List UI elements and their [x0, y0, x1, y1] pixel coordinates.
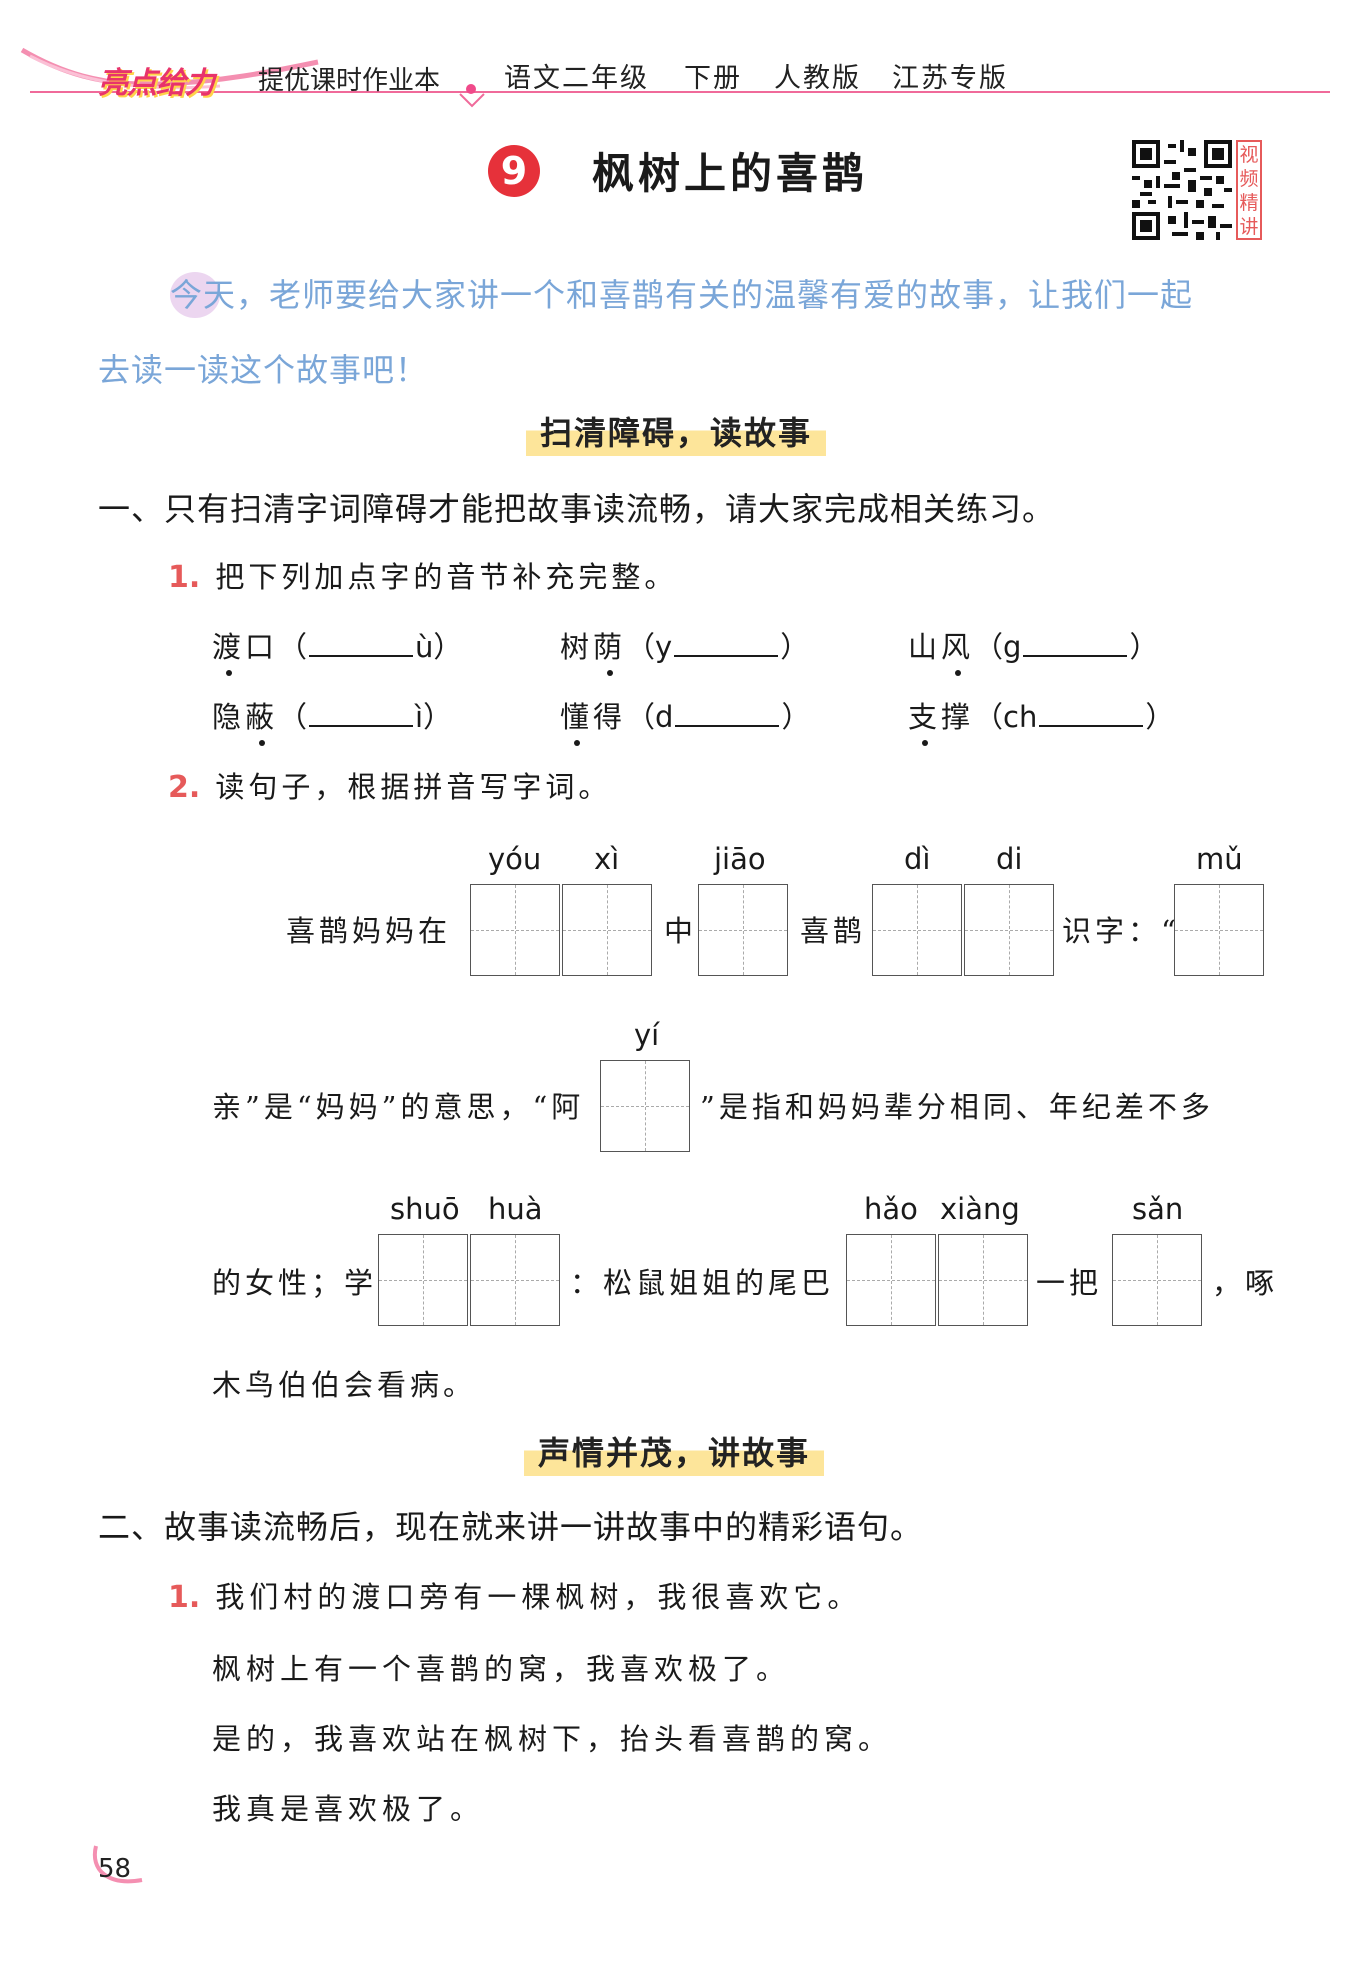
tianzige-box[interactable]	[378, 1234, 468, 1326]
pinyin-item-shanfeng: 山风（g）	[908, 624, 1158, 676]
tianzige-box[interactable]	[964, 884, 1054, 976]
header-edition: 人教版	[774, 63, 861, 94]
sentence-text: 识字：“	[1062, 914, 1180, 948]
pinyin-label: di	[996, 842, 1023, 876]
sentence-text: 亲”是“妈妈”的意思，“阿	[212, 1090, 585, 1124]
header-rule	[30, 91, 1330, 93]
tianzige-box[interactable]	[470, 884, 560, 976]
pinyin-item-dukou: 渡口（ù）	[212, 624, 462, 676]
sentence-text: 的女性；学	[212, 1266, 378, 1300]
pinyin-label: sǎn	[1132, 1192, 1184, 1226]
tianzige-box[interactable]	[938, 1234, 1028, 1326]
pinyin-label: yí	[634, 1018, 660, 1052]
tianzige-box[interactable]	[470, 1234, 560, 1326]
lesson-title: 枫树上的喜鹊	[592, 149, 869, 198]
pinyin-item-shuyin: 树荫（y）	[560, 624, 809, 676]
pinyin-label: huà	[488, 1192, 543, 1226]
sentence-text: ，啄	[1212, 1266, 1279, 1300]
answer-blank[interactable]	[674, 625, 779, 657]
header-dot	[466, 84, 476, 94]
tianzige-box[interactable]	[562, 884, 652, 976]
q2-1-line: 1. 我们村的渡口旁有一棵枫树，我很喜欢它。	[168, 1580, 862, 1615]
pinyin-item-dongde: 懂得（d）	[560, 694, 810, 746]
pinyin-item-zhicheng: 支撑（ch）	[908, 694, 1174, 746]
tianzige-box[interactable]	[872, 884, 962, 976]
pinyin-label: dì	[904, 842, 931, 876]
pinyin-label: mǔ	[1196, 842, 1243, 876]
series-name: 提优课时作业本	[258, 66, 441, 96]
q1-prompt: 1. 把下列加点字的音节补充完整。	[168, 560, 678, 595]
tianzige-box[interactable]	[846, 1234, 936, 1326]
sentence-text: ”是指和妈妈辈分相同、年纪差不多	[700, 1090, 1214, 1124]
qr-code-icon[interactable]	[1132, 140, 1232, 240]
answer-blank[interactable]	[1023, 625, 1128, 657]
story-line: 枫树上有一个喜鹊的窝，我喜欢极了。	[212, 1652, 791, 1686]
page-number-swirl-decoration	[92, 1845, 143, 1884]
story-line: 是的，我喜欢站在枫树下，抬头看喜鹊的窝。	[212, 1722, 893, 1756]
pinyin-label: hǎo	[864, 1192, 918, 1226]
pinyin-label: xiàng	[940, 1192, 1020, 1226]
answer-blank[interactable]	[309, 625, 414, 657]
pinyin-label: xì	[594, 842, 620, 876]
section-band-tell: 声情并茂，讲故事	[524, 1430, 825, 1476]
answer-blank[interactable]	[1039, 695, 1144, 727]
pinyin-label: jiāo	[714, 842, 766, 876]
pinyin-label: yóu	[488, 842, 542, 876]
question-two-heading: 二、故事读流畅后，现在就来讲一讲故事中的精彩语句。	[98, 1508, 924, 1546]
answer-blank[interactable]	[309, 695, 414, 727]
brand-logo: 亮点给力	[98, 66, 215, 101]
answer-blank[interactable]	[675, 695, 780, 727]
section-band-read: 扫清障碍，读故事	[526, 410, 827, 456]
tianzige-box[interactable]	[600, 1060, 690, 1152]
header-subject: 语文二年级	[504, 63, 649, 94]
q2-prompt: 2. 读句子，根据拼音写字词。	[168, 770, 612, 805]
sentence-text: ：松鼠姐姐的尾巴	[570, 1266, 835, 1300]
story-line: 我真是喜欢极了。	[212, 1792, 485, 1826]
lesson-number-badge: 9	[488, 145, 540, 197]
tianzige-box[interactable]	[1174, 884, 1264, 976]
pinyin-label: shuō	[390, 1192, 460, 1226]
intro-paragraph: 今天，老师要给大家讲一个和喜鹊有关的温馨有爱的故事，让我们一起 去读一读这个故事…	[98, 258, 1270, 408]
sentence-text: 木鸟伯伯会看病。	[212, 1368, 477, 1402]
sentence-text: 喜鹊妈妈在	[286, 914, 452, 948]
question-one-heading: 一、只有扫清字词障碍才能把故事读流畅，请大家完成相关练习。	[98, 490, 1056, 528]
header-region: 江苏专版	[892, 63, 1008, 94]
header-swoosh-decoration	[20, 47, 319, 90]
sentence-text: 喜鹊	[800, 914, 867, 948]
header-volume: 下册	[684, 63, 742, 94]
page-number: 58	[98, 1854, 132, 1884]
sentence-text: 一把	[1036, 1266, 1103, 1300]
tianzige-box[interactable]	[698, 884, 788, 976]
header-chevron-icon	[459, 93, 485, 108]
tianzige-box[interactable]	[1112, 1234, 1202, 1326]
pinyin-item-yinbi: 隐蔽（ì）	[212, 694, 452, 746]
video-lecture-tag[interactable]: 视 频 精 讲	[1236, 140, 1262, 240]
sentence-text: 中	[664, 914, 698, 948]
